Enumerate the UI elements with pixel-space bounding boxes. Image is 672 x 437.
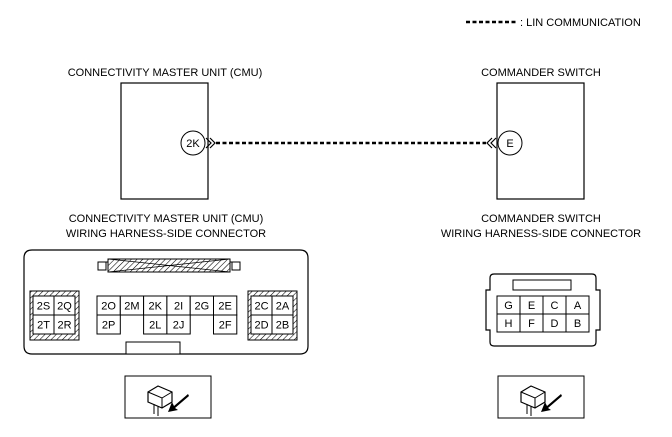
pin-label: 2D <box>254 320 268 332</box>
legend: : LIN COMMUNICATION <box>466 17 641 29</box>
pin-cell <box>271 314 294 335</box>
pin-label: 2F <box>219 320 232 332</box>
pin-label: C <box>551 300 559 312</box>
pin-label: 2I <box>174 301 183 313</box>
pin-label: 2T <box>37 320 50 332</box>
pin-label: 2J <box>173 320 185 332</box>
switch-view-icon-box <box>497 375 585 419</box>
cmu-terminal-circle <box>180 130 206 156</box>
pin-cell <box>53 314 76 335</box>
switch-terminal-label: E <box>506 138 513 150</box>
cmu-terminal-label: 2K <box>186 138 200 150</box>
pin-label: 2C <box>254 301 268 313</box>
pin-label: 2R <box>57 320 71 332</box>
switch-connector-title-1: COMMANDER SWITCH <box>481 213 601 225</box>
switch-terminal-circle <box>497 130 523 156</box>
pin-label: 2M <box>124 301 139 313</box>
pin-label: 2A <box>276 301 290 313</box>
pin-label: 2B <box>276 320 289 332</box>
pin-label: 2P <box>102 320 115 332</box>
connector-view-arrow-icon <box>520 385 562 416</box>
switch-connector-title-2: WIRING HARNESS-SIDE CONNECTOR <box>441 228 641 240</box>
switch-connector: G E C A H F D B <box>485 273 601 347</box>
pin-label: D <box>551 318 559 330</box>
pin-cell <box>166 314 191 335</box>
switch-connector-key <box>512 279 572 291</box>
cmu-connector-title-2: WIRING HARNESS-SIDE CONNECTOR <box>66 228 266 240</box>
pin-cell <box>213 314 238 335</box>
cmu-connector-top-key <box>97 261 241 271</box>
pin-label: B <box>574 318 581 330</box>
pin-label: E <box>528 300 535 312</box>
pin-label: 2S <box>37 301 50 313</box>
cmu-connector-bottom-notch <box>125 341 181 355</box>
legend-label: : LIN COMMUNICATION <box>520 17 641 29</box>
pin-label: 2K <box>149 301 163 313</box>
cmu-chevron-icon <box>205 137 216 149</box>
switch-box <box>496 82 585 200</box>
pin-cell <box>565 313 590 333</box>
cmu-block: CONNECTIVITY MASTER UNIT (CMU) 2K <box>68 67 263 200</box>
cmu-title: CONNECTIVITY MASTER UNIT (CMU) <box>68 67 263 79</box>
pin-label: G <box>504 300 513 312</box>
pin-label: 2L <box>149 320 161 332</box>
switch-block: COMMANDER SWITCH E <box>481 67 601 200</box>
pin-label: 2O <box>101 301 116 313</box>
switch-connector-pins: G E C A H F D B <box>496 295 590 333</box>
switch-title: COMMANDER SWITCH <box>481 67 601 79</box>
pin-label: 2Q <box>57 301 72 313</box>
cmu-connector-pins: 2S 2Q 2T 2R 2C 2A 2D 2B 2O 2M 2K 2I 2G 2E 2P 2L 2J 2F <box>32 295 294 335</box>
pin-label: 2E <box>218 301 231 313</box>
connector-view-arrow-icon <box>147 385 189 416</box>
cmu-view-icon-box <box>124 375 212 419</box>
cmu-connector-title-1: CONNECTIVITY MASTER UNIT (CMU) <box>69 213 264 225</box>
switch-chevron-icon <box>486 137 497 149</box>
pin-label: 2G <box>195 301 210 313</box>
pin-label: H <box>505 318 513 330</box>
pin-cell <box>96 314 121 335</box>
pin-label: F <box>528 318 535 330</box>
pin-label: A <box>574 300 582 312</box>
cmu-connector: 2S 2Q 2T 2R 2C 2A 2D 2B 2O 2M 2K 2I 2G 2E 2P 2L 2J 2F <box>23 249 309 355</box>
